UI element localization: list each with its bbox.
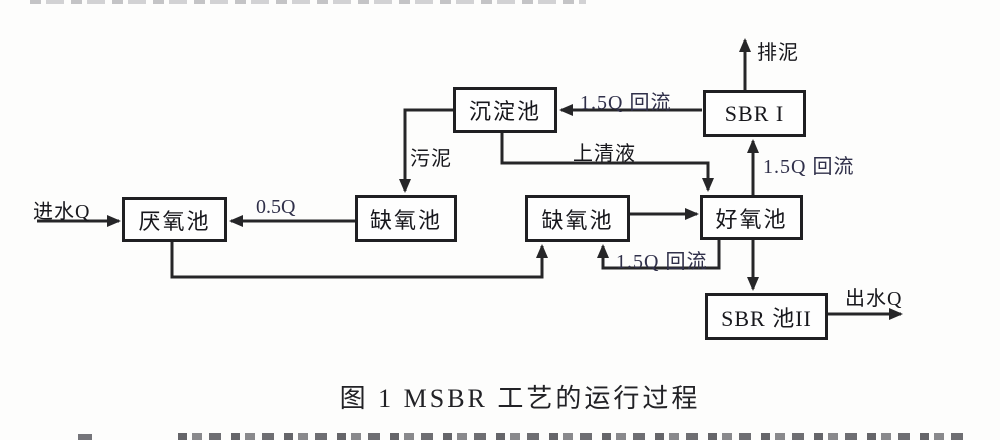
node-settling-tank: 沉淀池 (453, 87, 557, 133)
label-reflux-to-settling: 1.5Q 回流 (580, 92, 672, 114)
figure-caption: 图 1 MSBR 工艺的运行过程 (339, 384, 701, 413)
label-half-flow: 0.5Q (256, 196, 296, 218)
node-anoxic-tank-1: 缺氧池 (355, 195, 457, 242)
edge-sludge-arrow (399, 108, 453, 193)
label-supernatant: 上清液 (573, 143, 636, 165)
node-sbr1: SBR I (703, 90, 806, 137)
edge-anaerobic-to-anoxic2-arrow (170, 242, 548, 279)
node-aerobic-tank: 好氧池 (700, 195, 803, 240)
node-anoxic-tank-2: 缺氧池 (525, 195, 630, 242)
clipped-text-bottom (178, 433, 965, 440)
node-anaerobic-tank: 厌氧池 (122, 197, 227, 242)
node-sbr2: SBR 池II (705, 293, 828, 340)
clipped-text-top (30, 0, 586, 4)
label-effluent: 出水Q (845, 288, 903, 310)
label-reflux-to-anoxic2: 1.5Q 回流 (616, 251, 708, 273)
label-sludge: 污泥 (410, 148, 452, 170)
edge-supernatant-arrow (500, 133, 714, 192)
label-reflux-to-sbr1: 1.5Q 回流 (763, 156, 855, 178)
edge-reflux-to-anoxic2-arrow (597, 240, 721, 270)
clipped-text-bottom-indent (78, 434, 92, 440)
label-sludge-discharge: 排泥 (757, 42, 799, 64)
label-influent: 进水Q (33, 201, 91, 223)
